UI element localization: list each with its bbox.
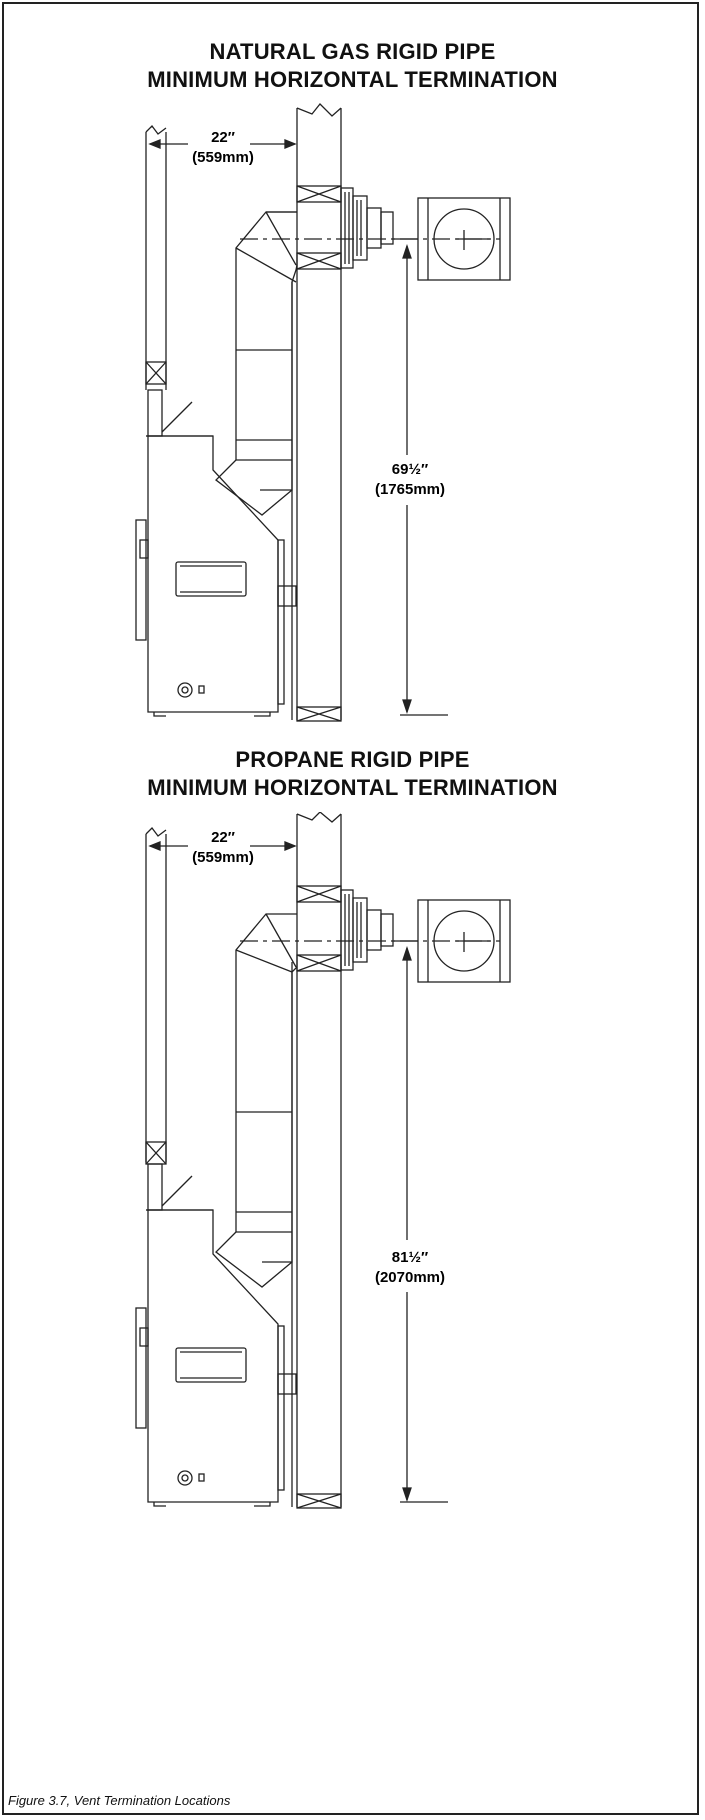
figure-1-title: NATURAL GAS RIGID PIPE MINIMUM HORIZONTA…: [0, 38, 705, 94]
chase-wall-left: [145, 827, 167, 1165]
vertical-dimension-label: 81½″: [392, 1249, 428, 1266]
vertical-dimension-metric: (2070mm): [375, 1269, 445, 1286]
vent-pipe: [215, 913, 298, 1288]
figure-2-diagram: 22″ (559mm) 81½″ (2070mm): [135, 812, 511, 1509]
fireplace-unit: [135, 389, 297, 717]
horizontal-dimension-metric: (559mm): [192, 849, 254, 866]
figure-2-title-line1: PROPANE RIGID PIPE: [235, 747, 470, 772]
dimension-lines: [148, 841, 448, 1503]
vent-pipe: [215, 211, 298, 516]
exterior-wall: [291, 103, 342, 722]
termination-cap: [340, 889, 394, 971]
fireplace-unit: [135, 1163, 297, 1507]
figure-caption: Figure 3.7, Vent Termination Locations: [8, 1793, 231, 1808]
figure-1-title-line2: MINIMUM HORIZONTAL TERMINATION: [147, 67, 558, 92]
vertical-dimension-metric: (1765mm): [375, 481, 445, 498]
figure-2-title-line2: MINIMUM HORIZONTAL TERMINATION: [147, 775, 558, 800]
horizontal-dimension-label: 22″: [211, 829, 235, 846]
termination-cap: [340, 187, 394, 269]
figure-1-title-line1: NATURAL GAS RIGID PIPE: [209, 39, 496, 64]
exterior-wall: [291, 812, 342, 1509]
chase-wall-left: [145, 125, 167, 390]
figure-2-title: PROPANE RIGID PIPE MINIMUM HORIZONTAL TE…: [0, 746, 705, 802]
termination-clearance-box: [417, 899, 511, 983]
dimension-lines: [148, 139, 448, 716]
termination-clearance-box: [417, 197, 511, 281]
vertical-dimension-label: 69½″: [392, 461, 428, 478]
horizontal-dimension-metric: (559mm): [192, 149, 254, 166]
horizontal-dimension-label: 22″: [211, 129, 235, 146]
figure-1-diagram: 22″ (559mm) 69½″ (1765mm): [135, 103, 511, 722]
